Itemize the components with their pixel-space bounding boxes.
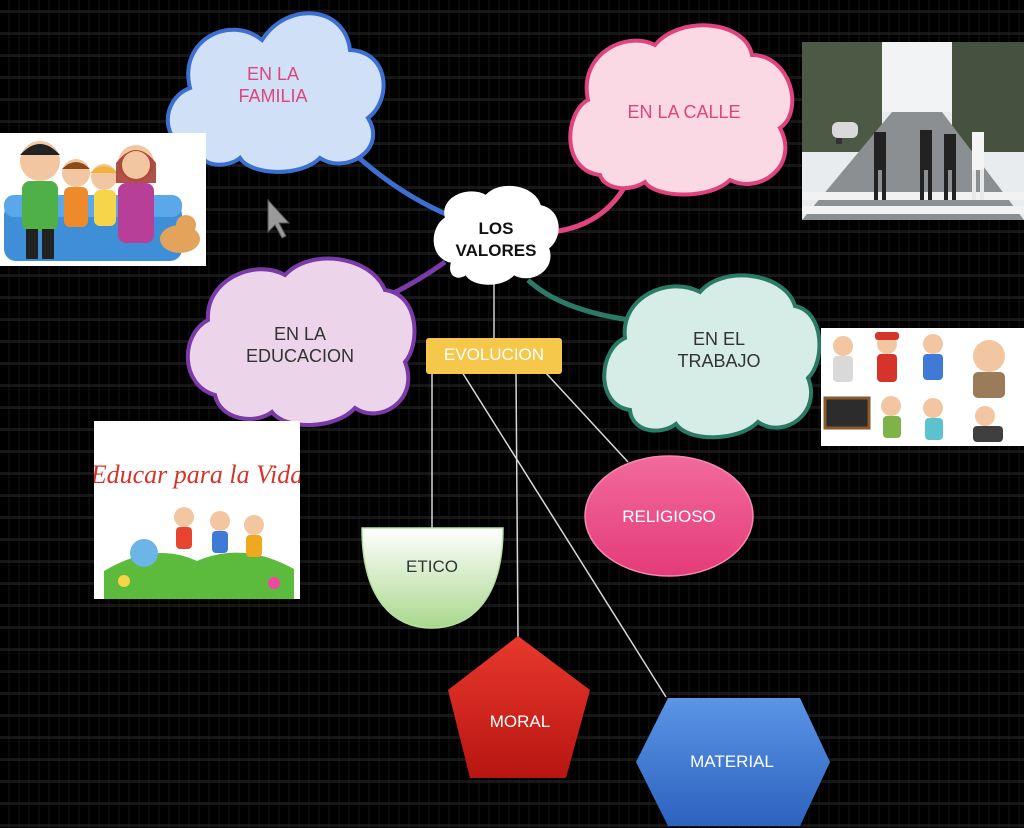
connector-educacion <box>388 259 447 298</box>
etico-shape[interactable] <box>361 527 504 629</box>
label-religioso: RELIGIOSO <box>622 507 716 526</box>
educar-caption: Educar para la Vida <box>94 460 300 489</box>
label-calle: EN LA CALLE <box>627 102 741 122</box>
family-picture <box>0 133 206 266</box>
trabajo-picture <box>821 328 1024 446</box>
cloud-calle[interactable] <box>568 23 795 197</box>
label-familia: EN LA FAMILIA <box>238 64 308 106</box>
label-educacion: EN LA EDUCACION <box>245 324 355 366</box>
label-etico: ETICO <box>406 557 458 576</box>
religioso-shape[interactable] <box>584 455 754 577</box>
label-moral: MORAL <box>489 712 551 731</box>
educar-picture: Educar para la Vida <box>94 421 300 599</box>
label-material: MATERIAL <box>690 752 774 771</box>
cloud-familia[interactable] <box>165 11 386 174</box>
connector-religioso <box>544 371 629 463</box>
cloud-educacion[interactable] <box>185 256 417 428</box>
label-trabajo: EN EL TRABAJO <box>677 329 761 371</box>
label-evolucion: EVOLUCION <box>443 345 545 364</box>
connector-material <box>461 371 667 698</box>
label-center: LOS VALORES <box>455 219 537 260</box>
evolucion-box[interactable] <box>426 338 562 374</box>
material-shape[interactable] <box>636 698 830 826</box>
connector-trabajo <box>526 278 631 323</box>
connector-moral <box>515 371 519 639</box>
mouse-cursor-icon <box>267 198 291 239</box>
cloud-trabajo[interactable] <box>602 273 822 440</box>
moral-shape[interactable] <box>448 636 590 778</box>
center-node[interactable] <box>433 186 559 285</box>
street-picture <box>802 42 1024 220</box>
